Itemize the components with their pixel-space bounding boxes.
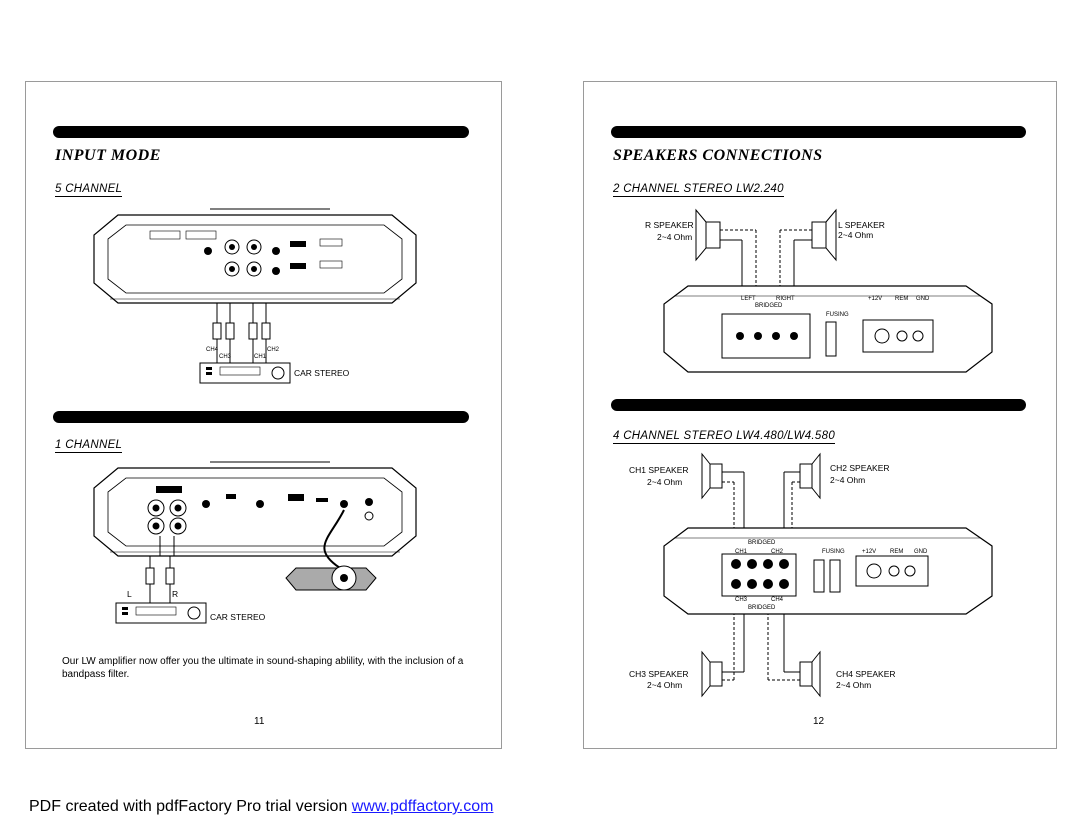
ch3-speaker-label: CH3 SPEAKER [629, 669, 689, 679]
car-stereo-label-5ch: CAR STEREO [294, 368, 350, 378]
l-speaker-ohm: 2~4 Ohm [838, 230, 874, 240]
speaker-2ch-diagram [663, 208, 993, 373]
section-title-input-mode: INPUT MODE [55, 147, 161, 164]
r-speaker-label: R SPEAKER [645, 220, 694, 230]
power-12v-4ch-label: +12V [862, 549, 877, 555]
channel-label-ch1: CH1 [254, 354, 267, 360]
bridged-label: BRIDGED [755, 303, 783, 309]
bridged-top-label: BRIDGED [748, 540, 776, 546]
rem-label: REM [895, 296, 909, 302]
subtitle-2-channel-stereo: 2 CHANNEL STEREO LW2.240 [613, 183, 784, 197]
ch2-speaker-ohm: 2~4 Ohm [830, 475, 866, 485]
ch2-speaker-label: CH2 SPEAKER [830, 463, 890, 473]
ch4-speaker-ohm: 2~4 Ohm [836, 680, 872, 690]
bridged-bottom-label: BRIDGED [748, 605, 776, 611]
intro-paragraph: Our LW amplifier now offer you the ultim… [62, 656, 464, 680]
l-speaker-label: L SPEAKER [838, 220, 885, 230]
ch1-speaker-ohm: 2~4 Ohm [647, 477, 683, 487]
section-bar [53, 126, 469, 138]
subtitle-1-channel: 1 CHANNEL [55, 439, 123, 453]
ch3-speaker-ohm: 2~4 Ohm [647, 680, 683, 690]
channel-label-ch2: CH2 [267, 347, 280, 353]
page-number-left: 11 [254, 716, 265, 727]
gnd-4ch-label: GND [914, 549, 928, 555]
amplifier-5ch-diagram [93, 208, 417, 384]
footer-text: PDF created with pdfFactory Pro trial ve… [29, 798, 352, 815]
channel-label-ch3: CH3 [219, 354, 232, 360]
right-channel-label: R [172, 589, 179, 599]
rem-4ch-label: REM [890, 549, 904, 555]
subtitle-5-channel: 5 CHANNEL [55, 183, 123, 197]
ch4-speaker-label: CH4 SPEAKER [836, 669, 896, 679]
subtitle-4-channel-stereo: 4 CHANNEL STEREO LW4.480/LW4.580 [613, 430, 836, 444]
amplifier-1ch-diagram [93, 461, 417, 624]
left-channel-label: L [127, 589, 132, 599]
ch4-terminal-label: CH4 [771, 597, 784, 603]
footer-link[interactable]: www.pdffactory.com [351, 798, 494, 815]
r-speaker-ohm: 2~4 Ohm [657, 232, 693, 242]
fusing-4ch-label: FUSING [822, 549, 845, 555]
page-number-right: 12 [813, 716, 825, 727]
car-stereo-label-1ch: CAR STEREO [210, 612, 266, 622]
channel-label-ch4: CH4 [206, 347, 219, 353]
ch1-terminal-label: CH1 [735, 549, 748, 555]
section-bar [53, 411, 469, 423]
speaker-4ch-diagram [663, 452, 993, 698]
section-bar [611, 399, 1026, 411]
ch1-speaker-label: CH1 SPEAKER [629, 465, 689, 475]
ch2-terminal-label: CH2 [771, 549, 784, 555]
ch3-terminal-label: CH3 [735, 597, 748, 603]
page-right [583, 81, 1057, 749]
gnd-label: GND [916, 296, 930, 302]
section-bar [611, 126, 1026, 138]
section-title-speakers-connections: SPEAKERS CONNECTIONS [613, 147, 823, 164]
terminal-left-label: LEFT [741, 296, 756, 302]
pdf-footer: PDF created with pdfFactory Pro trial ve… [29, 798, 493, 816]
fusing-label: FUSING [826, 312, 849, 318]
terminal-right-label: RIGHT [776, 296, 795, 302]
power-12v-label: +12V [868, 296, 883, 302]
